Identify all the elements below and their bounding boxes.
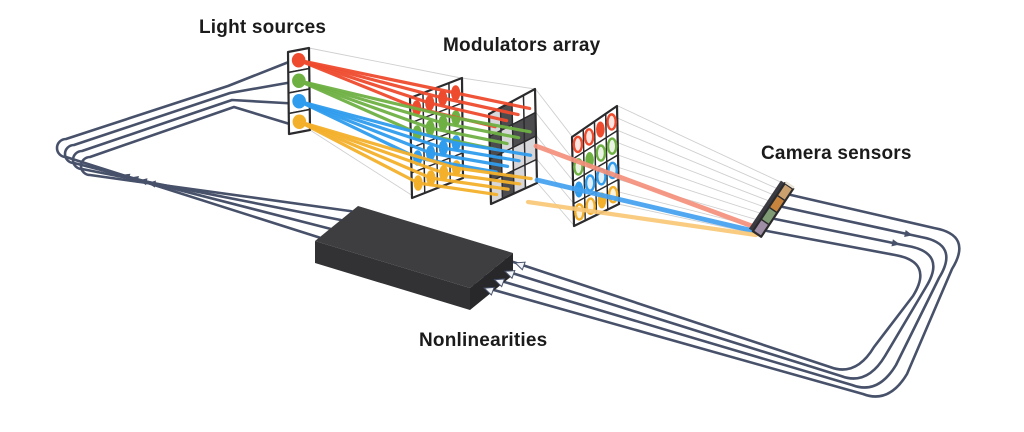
camera-sensor-strip: [748, 180, 795, 238]
projection-guide-lines: [308, 47, 790, 235]
label-light-sources: Light sources: [199, 17, 326, 38]
label-camera-sensors: Camera sensors: [761, 143, 912, 164]
label-modulators-array: Modulators array: [443, 35, 601, 56]
nonlinearity-chip: [315, 206, 513, 310]
label-nonlinearities: Nonlinearities: [419, 330, 547, 351]
light-beams: [297, 58, 763, 238]
feedback-fiber-loop-right: [473, 193, 961, 398]
feedback-fiber-loop-left: [55, 60, 353, 239]
signal-flow-arrows: [121, 173, 913, 296]
